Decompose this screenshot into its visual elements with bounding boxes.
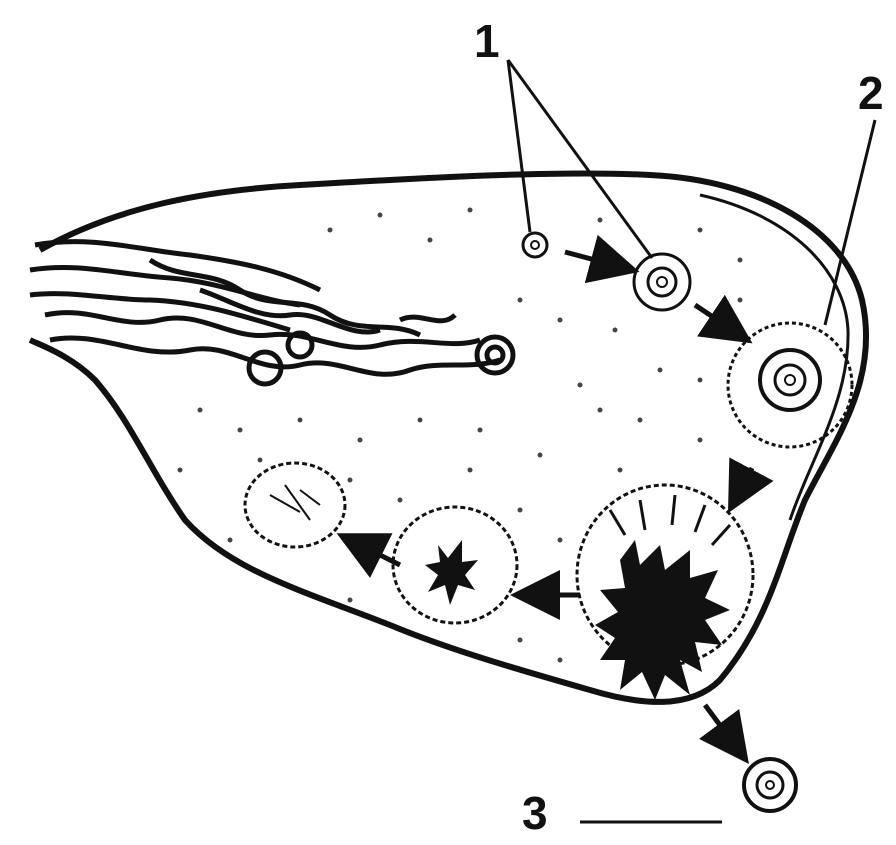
- primary-follicle: [634, 254, 690, 310]
- stipple-dot: [468, 468, 473, 473]
- primordial-follicle: [523, 233, 547, 257]
- stipple-dot: [578, 383, 583, 388]
- stipple-dot: [298, 418, 303, 423]
- stipple-dot: [518, 298, 523, 303]
- stipple-dot: [398, 498, 403, 503]
- released-oocyte: [744, 759, 796, 811]
- stipple-dot: [598, 408, 603, 413]
- label-one: 1: [474, 18, 500, 64]
- stipple-dot: [348, 598, 353, 603]
- stipple-dot: [698, 378, 703, 383]
- stipple-dot: [178, 468, 183, 473]
- stipple-dot: [638, 418, 643, 423]
- mature-follicle: [728, 323, 852, 447]
- stipple-dot: [538, 453, 543, 458]
- stipple-dot: [258, 458, 263, 463]
- stipple-dot: [738, 258, 743, 263]
- stipple-dot: [238, 428, 243, 433]
- stipple-dot: [518, 638, 523, 643]
- stipple-dot: [358, 438, 363, 443]
- stipple-dot: [328, 228, 333, 233]
- stipple-dot: [198, 408, 203, 413]
- stipple-dot: [698, 438, 703, 443]
- stipple-dot: [378, 213, 383, 218]
- ovary-inner-rim: [700, 195, 848, 520]
- stipple-dot: [348, 478, 353, 483]
- stipple-dot: [658, 368, 663, 373]
- stipple-dot: [428, 238, 433, 243]
- stipple-dot: [698, 228, 703, 233]
- corpus-luteum: [393, 507, 517, 623]
- hilum-vessels: [30, 242, 513, 384]
- label-two: 2: [858, 70, 884, 116]
- stipple-dot: [558, 658, 563, 663]
- stipple-dot: [418, 418, 423, 423]
- stipple-dot: [618, 468, 623, 473]
- stipple-dot: [518, 508, 523, 513]
- stipple-dot: [478, 428, 483, 433]
- corpus-albicans: [245, 463, 345, 547]
- stipple-dot: [598, 218, 603, 223]
- stipple-dot: [558, 318, 563, 323]
- label-three: 3: [522, 790, 548, 836]
- stipple-dot: [738, 298, 743, 303]
- stipple-dot: [468, 208, 473, 213]
- stipple-dot: [228, 538, 233, 543]
- stipple-dot: [613, 328, 618, 333]
- stipple-dot: [558, 538, 563, 543]
